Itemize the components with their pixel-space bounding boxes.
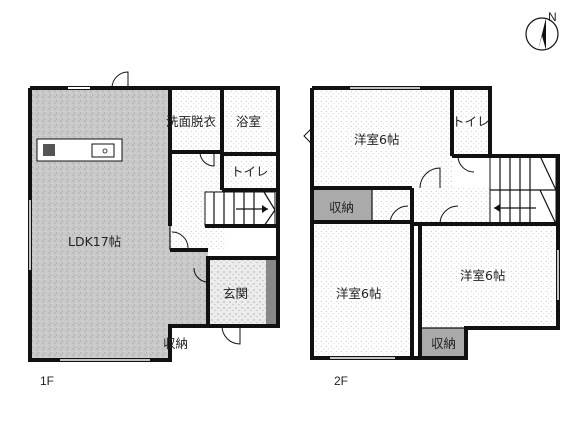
shoe-cabinet xyxy=(266,258,276,326)
north-arrow-icon xyxy=(538,18,546,50)
toilet-1f-label: トイレ xyxy=(231,164,269,179)
stairs-2f xyxy=(489,155,557,225)
toilet-1f-floor xyxy=(224,154,276,190)
compass: N xyxy=(525,10,559,51)
washroom-label: 洗面脱衣 xyxy=(166,114,217,129)
western-room-top-label: 洋室6帖 xyxy=(354,132,399,147)
bathroom-label: 浴室 xyxy=(236,114,261,129)
floor-2f: 洋室6帖 トイレ 収納 洋室6帖 洋室6帖 収納 2F xyxy=(303,86,560,388)
entrance-floor xyxy=(208,258,266,326)
bathroom-floor xyxy=(224,90,276,152)
closet-bottom-floor xyxy=(420,328,466,358)
kitchen-counter xyxy=(36,138,123,162)
hall-2f-floor xyxy=(412,188,492,224)
closet-top-floor xyxy=(312,190,372,222)
toilet-2f-label: トイレ xyxy=(452,114,490,129)
entrance-label: 玄関 xyxy=(223,286,248,301)
compass-north-label: N xyxy=(548,10,557,24)
stairs-1f xyxy=(204,191,276,227)
closet-bottom-label: 収納 xyxy=(431,336,456,351)
floor-1f: LDK17帖 洗面脱衣 浴室 トイレ 玄関 収納 1F xyxy=(28,71,280,388)
floor-1f-label: 1F xyxy=(40,374,54,388)
floor-2f-label: 2F xyxy=(334,374,348,388)
western-room-right-floor xyxy=(418,224,558,328)
toilet-2f-floor xyxy=(456,88,488,156)
storage-1f-label: 収納 xyxy=(163,336,188,351)
stove-icon xyxy=(43,144,55,156)
closet-top-label: 収納 xyxy=(329,200,354,215)
western-room-left-label: 洋室6帖 xyxy=(336,286,381,301)
washroom-floor xyxy=(172,90,222,152)
ldk-label: LDK17帖 xyxy=(68,234,121,249)
western-room-right-label: 洋室6帖 xyxy=(460,268,505,283)
